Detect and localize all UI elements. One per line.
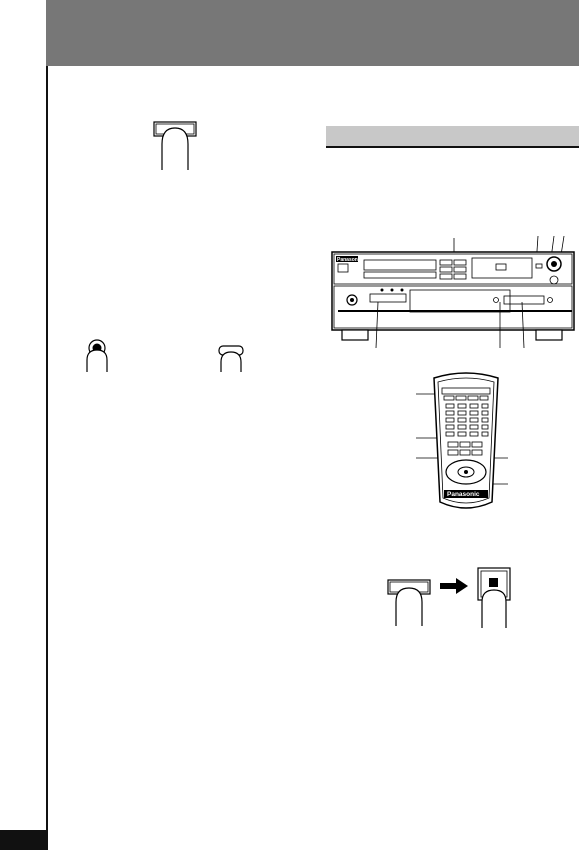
- remote-illustration: Panasonic: [416, 372, 508, 509]
- finger-press-record-icon: [86, 339, 108, 372]
- finger-press-button-2-icon: [387, 579, 431, 626]
- left-margin-rule: [46, 66, 48, 850]
- finger-press-oval-icon: [218, 345, 244, 372]
- section-heading-rule: [326, 146, 579, 148]
- remote-brand: Panasonic: [447, 491, 480, 498]
- page-number-tab: [0, 830, 46, 850]
- header-band: [46, 0, 579, 66]
- arrow-right-icon: [440, 578, 468, 594]
- finger-press-button-icon: [153, 121, 197, 170]
- deck-brand: Panasonic: [337, 257, 362, 263]
- stop-button-icon: [477, 567, 511, 628]
- section-heading-bar: [326, 126, 579, 146]
- deck-illustration: Panasonic: [331, 235, 575, 349]
